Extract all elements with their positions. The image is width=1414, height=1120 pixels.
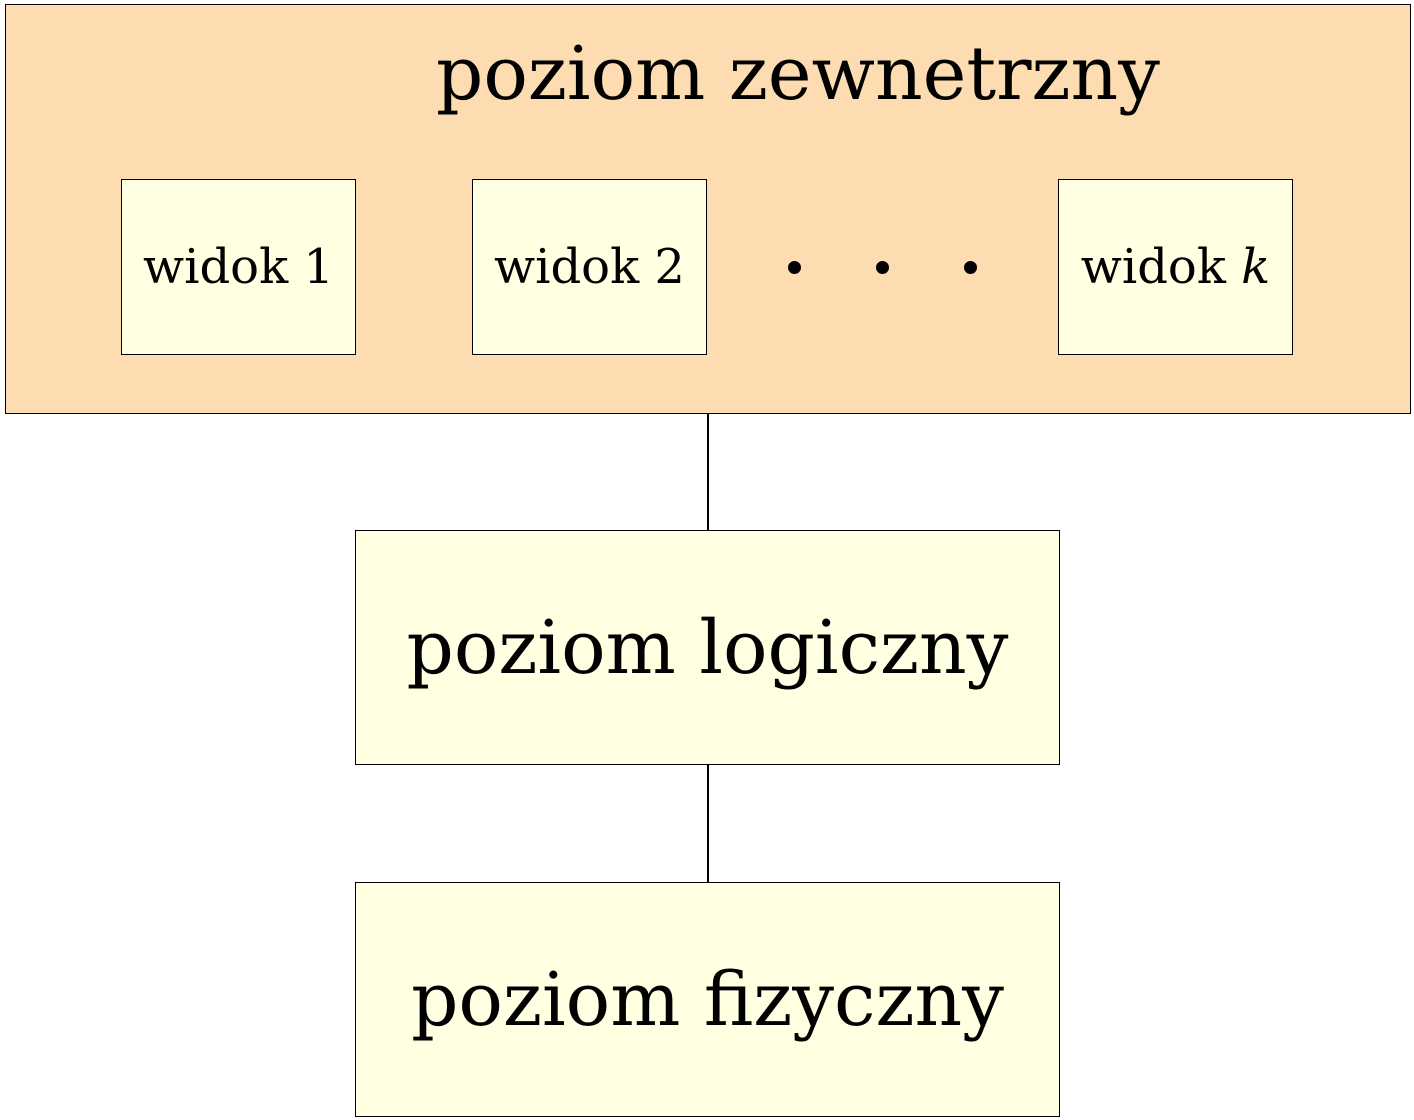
view-label-1: widok 1	[143, 239, 334, 295]
connector-logical-physical	[707, 765, 709, 883]
external-level-title: poziom zewnetrzny	[436, 31, 1160, 117]
ellipsis-dot	[964, 261, 977, 274]
view-box-2: widok 2	[472, 179, 707, 355]
view-box-k: widok k	[1058, 179, 1293, 355]
logical-level-title: poziom logiczny	[406, 604, 1009, 691]
physical-level-box: poziom fizyczny	[355, 882, 1060, 1117]
logical-level-box: poziom logiczny	[355, 530, 1060, 765]
physical-level-title: poziom fizyczny	[411, 956, 1004, 1043]
ellipsis-dot	[876, 261, 889, 274]
ellipsis-dots	[782, 258, 982, 278]
view-label-k-variable: k	[1241, 239, 1271, 295]
connector-external-logical	[707, 414, 709, 531]
view-label-2: widok 2	[494, 239, 685, 295]
ellipsis-dot	[788, 261, 801, 274]
view-box-1: widok 1	[121, 179, 356, 355]
view-label-k: widok k	[1081, 239, 1271, 295]
view-label-k-prefix: widok	[1080, 239, 1242, 295]
